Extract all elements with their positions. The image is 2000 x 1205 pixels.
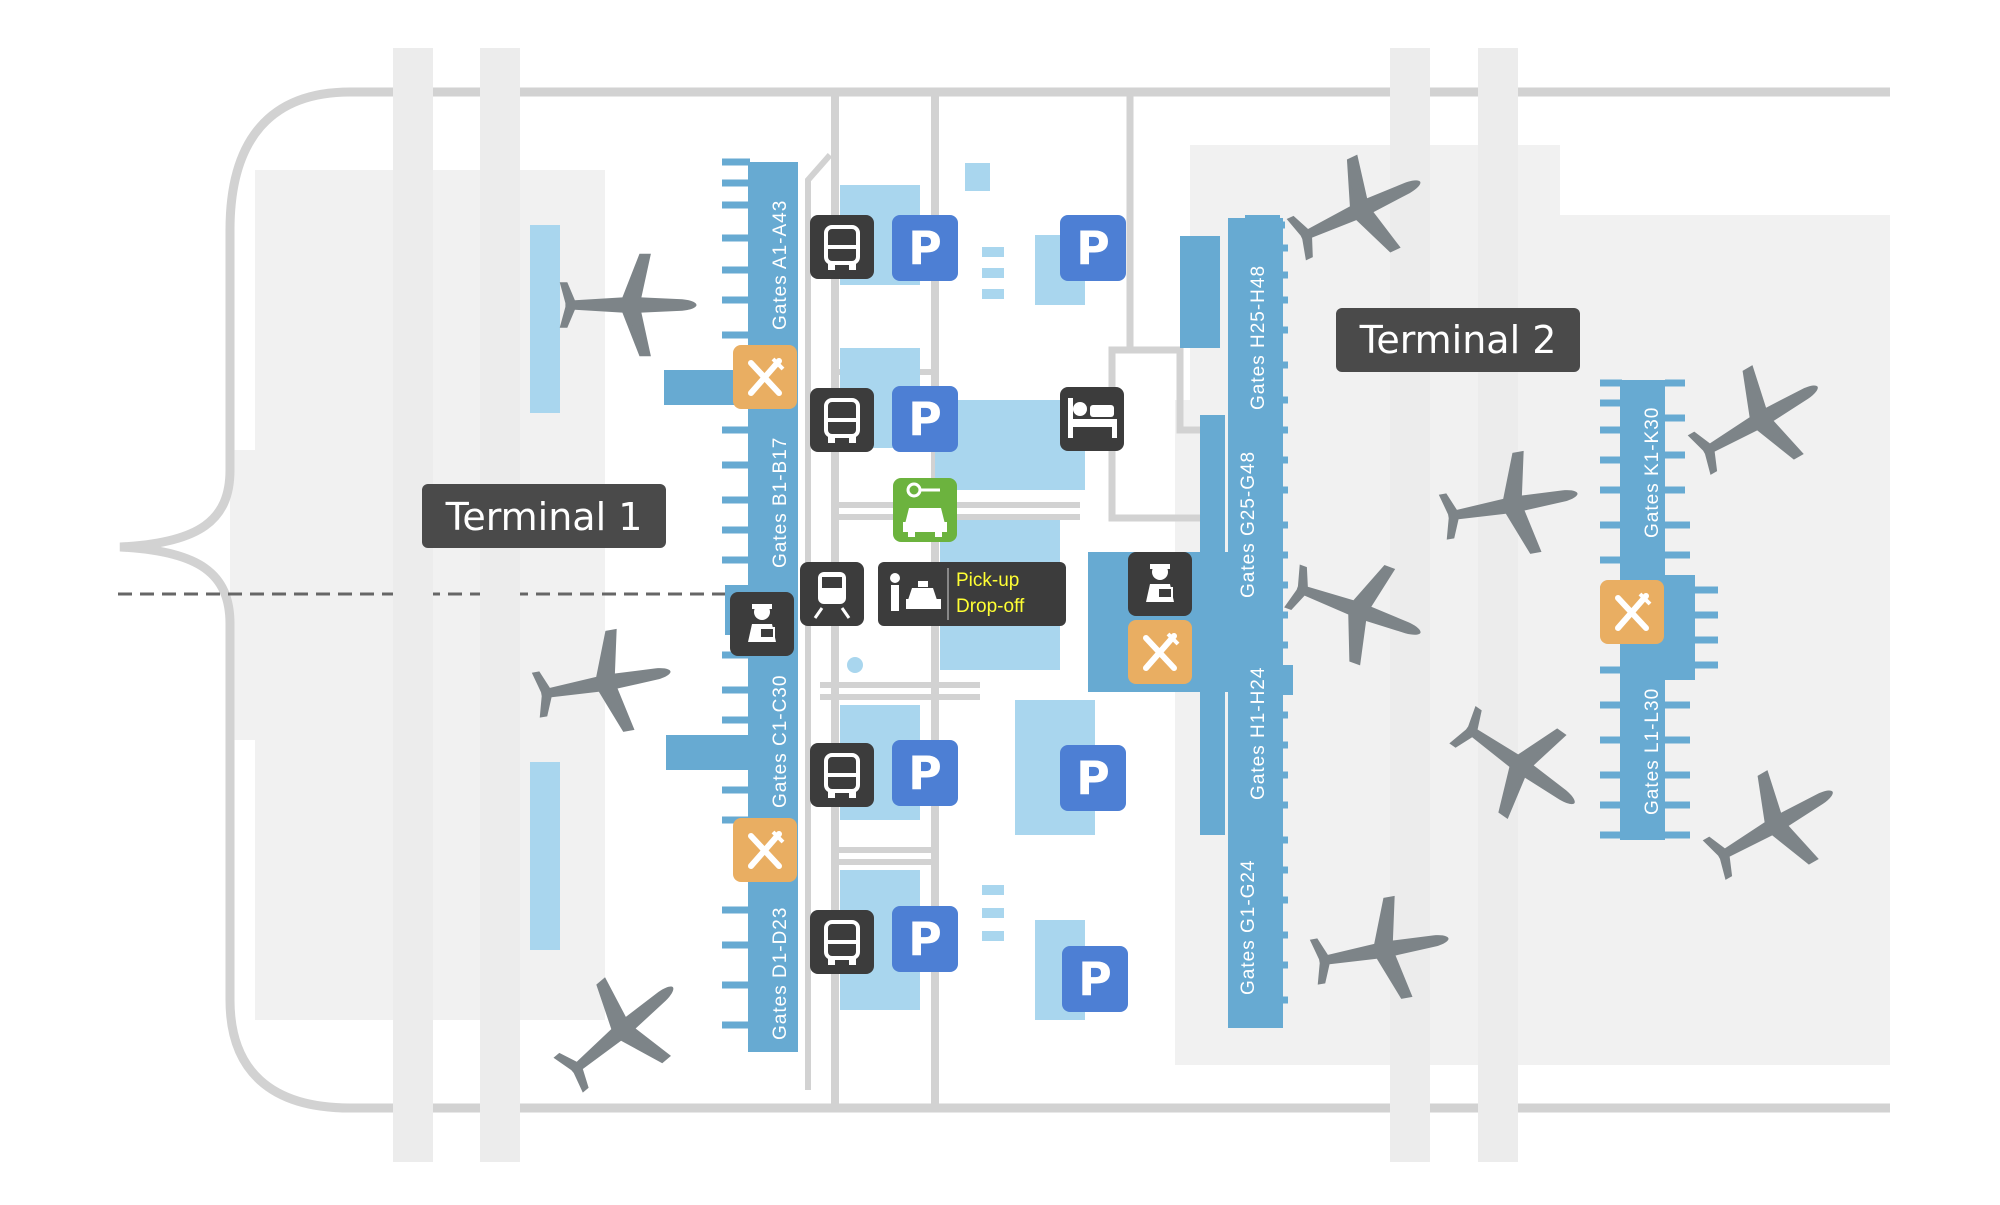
svg-text:P: P [1076,221,1110,275]
parking-lot [982,247,1004,257]
parking-icon[interactable]: P [892,740,958,806]
svg-text:P: P [908,746,942,800]
bus-icon[interactable] [808,908,876,976]
restaurant-icon[interactable] [733,345,797,409]
bus-icon[interactable] [808,741,876,809]
hotel-icon[interactable] [1060,387,1124,451]
parking-icon[interactable]: P [892,906,958,972]
bus-icon[interactable] [808,213,876,281]
central-road [1126,92,1200,434]
station-marker [847,657,863,673]
perimeter-road [119,87,1890,1113]
passport-control-icon[interactable] [1127,551,1193,617]
parking-lot [982,908,1004,918]
parking-lot [982,931,1004,941]
terminal-2-label: Terminal 2 [1359,318,1557,362]
taxiway-stripe [480,48,520,1162]
restaurant-icon[interactable] [733,818,797,882]
parking-lot [982,268,1004,278]
parking-lot [982,289,1004,299]
terminal-1-label-bg [422,484,666,548]
terminal-1-label: Terminal 1 [445,495,643,539]
terminal-2-gate-stubs [1280,221,1288,1004]
dropoff-label: Drop-off [956,596,1025,617]
access-road [805,153,833,1090]
car-rental-icon[interactable] [893,478,957,542]
pickup-dropoff-sign[interactable]: Pick-up Drop-off [878,562,1066,626]
passport-control-icon[interactable] [729,591,795,657]
runway-strip [530,762,560,950]
svg-text:P: P [908,392,942,446]
gates-h-lower-label: Gates H1-H24 [1248,667,1269,800]
parking-lot [965,163,990,191]
apron-area-right [1175,145,1890,1065]
parking-lot [982,885,1004,895]
gates-b-label: Gates B1-B17 [770,437,791,568]
restaurant-icon[interactable] [1600,580,1664,644]
gates-h-upper-label: Gates H25-H48 [1248,265,1269,410]
svg-text:P: P [908,221,942,275]
terminal-2-structure [1180,236,1220,348]
pickup-label: Pick-up [956,570,1019,591]
train-icon[interactable] [800,562,864,626]
svg-text:P: P [1076,751,1110,805]
gates-k-label: Gates K1-K30 [1642,407,1663,538]
svg-text:P: P [908,912,942,966]
gates-g-lower-label: Gates G1-G24 [1238,859,1259,995]
parking-icon[interactable]: P [1062,946,1128,1012]
parking-icon[interactable]: P [892,215,958,281]
taxiway-stripe [393,48,433,1162]
bus-icon[interactable] [808,386,876,454]
taxiway-stripe [1478,48,1518,1162]
gates-a-label: Gates A1-A43 [770,200,791,330]
parking-icon[interactable]: P [892,386,958,452]
runway-strip [530,225,560,413]
parking-icon[interactable]: P [1060,745,1126,811]
gates-d-label: Gates D1-D23 [770,907,791,1040]
gates-c-label: Gates C1-C30 [770,675,791,808]
terminal-2-label-bg [1336,308,1580,372]
taxi-icon [890,573,941,611]
restaurant-icon[interactable] [1128,620,1192,684]
svg-text:P: P [1078,952,1112,1006]
parking-icon[interactable]: P [1060,215,1126,281]
gates-g-upper-label: Gates G25-G48 [1238,451,1259,598]
gates-l-label: Gates L1-L30 [1642,688,1663,815]
